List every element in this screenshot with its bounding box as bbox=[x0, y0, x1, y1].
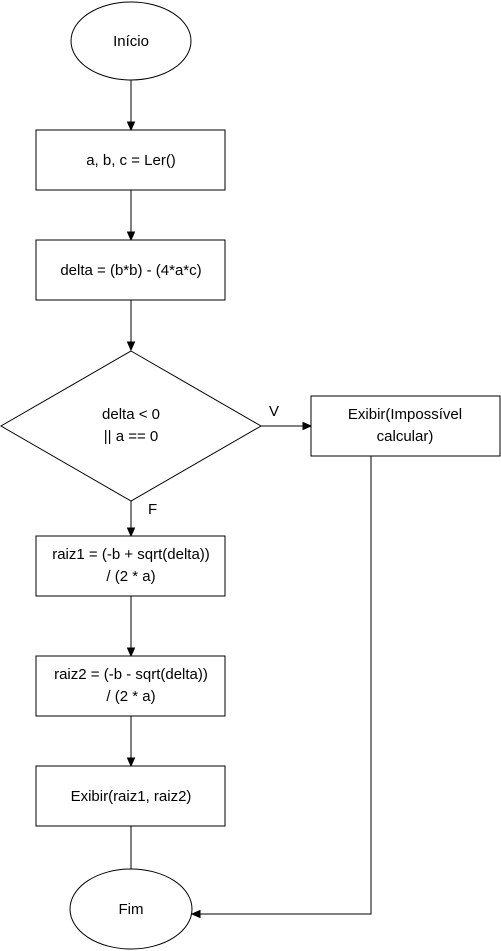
end-terminator[interactable]: Fim bbox=[69, 868, 193, 950]
edge-label-true: V bbox=[269, 403, 279, 420]
edge-root2-to-show-roots bbox=[126, 716, 136, 768]
compute-delta-label: delta = (b*b) - (4*a*c) bbox=[60, 262, 201, 279]
arrowhead-icon bbox=[126, 757, 136, 768]
edge-root1-to-root2 bbox=[126, 596, 136, 658]
arrowhead-icon bbox=[126, 231, 136, 242]
show-impossible-label-line2: calcular) bbox=[377, 428, 434, 445]
root2-label-line1: raiz2 = (-b - sqrt(delta)) bbox=[54, 666, 208, 683]
show-roots-label: Exibir(raiz1, raiz2) bbox=[71, 788, 192, 805]
decision-label-line1: delta < 0 bbox=[102, 406, 160, 423]
arrowhead-icon bbox=[126, 121, 136, 132]
arrowhead-icon bbox=[126, 647, 136, 658]
edge-impossible-to-end bbox=[190, 456, 372, 919]
arrowhead-icon bbox=[126, 527, 136, 538]
root1-label-line1: raiz1 = (-b + sqrt(delta)) bbox=[52, 546, 210, 563]
edge-decision-true bbox=[261, 421, 313, 431]
arrowhead-icon bbox=[302, 421, 313, 431]
edge-label-false: F bbox=[148, 501, 157, 518]
start-label: Início bbox=[113, 33, 149, 50]
read-input-label: a, b, c = Ler() bbox=[86, 152, 176, 169]
root1-label-line2: / (2 * a) bbox=[106, 568, 155, 585]
edge-read-to-delta bbox=[126, 190, 136, 242]
decision-diamond[interactable]: delta < 0 || a == 0 bbox=[0, 350, 263, 502]
root1-process[interactable]: raiz1 = (-b + sqrt(delta)) / (2 * a) bbox=[35, 535, 226, 597]
decision-label-line2: || a == 0 bbox=[104, 428, 159, 445]
edge-decision-false bbox=[126, 501, 136, 538]
arrowhead-icon bbox=[126, 341, 136, 352]
root2-process[interactable]: raiz2 = (-b - sqrt(delta)) / (2 * a) bbox=[35, 655, 226, 717]
end-label: Fim bbox=[119, 901, 144, 918]
arrowhead-icon bbox=[190, 909, 201, 919]
edge-start-to-read bbox=[126, 80, 136, 132]
start-terminator[interactable]: Início bbox=[70, 1, 192, 81]
show-impossible-label-line1: Exibir(Impossível bbox=[348, 406, 462, 423]
compute-delta-process[interactable]: delta = (b*b) - (4*a*c) bbox=[35, 239, 226, 301]
show-impossible-output[interactable]: Exibir(Impossível calcular) bbox=[310, 395, 501, 457]
show-roots-output[interactable]: Exibir(raiz1, raiz2) bbox=[35, 765, 226, 827]
root2-label-line2: / (2 * a) bbox=[106, 688, 155, 705]
edge-delta-to-decision bbox=[126, 300, 136, 352]
read-input-process[interactable]: a, b, c = Ler() bbox=[35, 129, 226, 191]
